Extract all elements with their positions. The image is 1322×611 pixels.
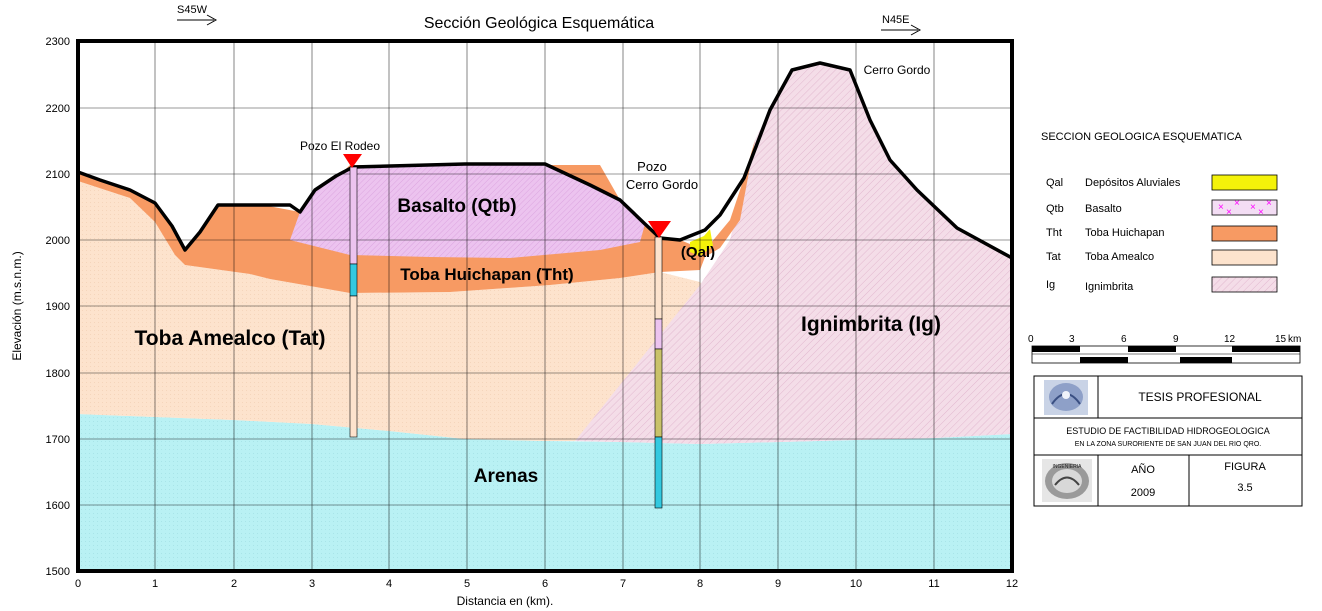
layer-toba-amealco bbox=[78, 181, 708, 441]
x-tick-label: 6 bbox=[542, 578, 548, 590]
well-cerro-gordo bbox=[648, 221, 671, 509]
unit-label-qal: (Qal) bbox=[681, 244, 715, 261]
well-marker-icon bbox=[648, 221, 671, 238]
unit-label-basalto: Basalto (Qtb) bbox=[397, 196, 516, 217]
scale-unit: km bbox=[1288, 334, 1301, 345]
svg-text:×: × bbox=[1234, 198, 1240, 209]
x-tick-label: 2 bbox=[231, 578, 237, 590]
unit-label-arenas: Arenas bbox=[474, 466, 538, 487]
legend-swatch-qtb bbox=[1211, 199, 1278, 216]
x-axis-label: Distancia en (km). bbox=[457, 594, 554, 608]
legend-label: Ignimbrita bbox=[1085, 281, 1134, 293]
x-tick-label: 1 bbox=[152, 578, 158, 590]
svg-text:×: × bbox=[1226, 207, 1232, 218]
title-block: INGENIERIA TESIS PROFESIONAL ESTUDIO DE … bbox=[1033, 375, 1303, 507]
layer-qal bbox=[690, 229, 713, 256]
arrow-right-icon bbox=[881, 24, 922, 36]
ground-surface bbox=[77, 61, 1013, 260]
x-tick-label: 11 bbox=[928, 578, 939, 590]
unit-label-huichapan: Toba Huichapan (Tht) bbox=[400, 265, 573, 284]
well-marker-icon bbox=[343, 154, 362, 168]
arrow-right-icon bbox=[177, 14, 218, 26]
y-tick-label: 1500 bbox=[46, 566, 70, 578]
scale-tick-label: 3 bbox=[1069, 334, 1075, 345]
study-title-line1: ESTUDIO DE FACTIBILIDAD HIDROGEOLOGICA bbox=[1066, 426, 1270, 436]
y-tick-label: 1600 bbox=[46, 500, 70, 512]
well-label-cerro-gordo-1: Pozo bbox=[637, 159, 667, 174]
study-title-line2: EN LA ZONA SURORIENTE DE SAN JUAN DEL RI… bbox=[1075, 441, 1261, 448]
scale-tick-label: 0 bbox=[1028, 334, 1034, 345]
scale-tick-label: 6 bbox=[1121, 334, 1127, 345]
y-tick-label: 2300 bbox=[46, 36, 70, 48]
legend-title: SECCION GEOLOGICA ESQUEMATICA bbox=[1041, 131, 1243, 143]
direction-left-label: S45W bbox=[177, 4, 208, 16]
svg-text:×: × bbox=[1258, 207, 1264, 218]
peak-label: Cerro Gordo bbox=[864, 63, 931, 77]
engineering-seal-logo: INGENIERIA bbox=[1042, 459, 1092, 502]
legend: SECCION GEOLOGICA ESQUEMATICA Qal Depósi… bbox=[1041, 131, 1278, 293]
svg-text:×: × bbox=[1250, 202, 1256, 213]
thesis-label: TESIS PROFESIONAL bbox=[1138, 390, 1262, 404]
scale-tick-label: 12 bbox=[1224, 334, 1236, 345]
year-label: AÑO bbox=[1131, 463, 1155, 476]
cross-pattern-icon: ×××× ×× bbox=[1218, 198, 1272, 218]
figure-label: FIGURA bbox=[1224, 461, 1266, 473]
layer-basalto bbox=[290, 164, 645, 258]
x-tick-label: 0 bbox=[75, 578, 81, 590]
x-tick-label: 12 bbox=[1006, 578, 1018, 590]
y-tick-label: 2000 bbox=[46, 235, 70, 247]
y-tick-label: 2200 bbox=[46, 103, 70, 115]
legend-label: Toba Amealco bbox=[1085, 251, 1154, 263]
legend-code: Tat bbox=[1046, 251, 1061, 263]
y-tick-label: 1800 bbox=[46, 368, 70, 380]
svg-text:INGENIERIA: INGENIERIA bbox=[1053, 464, 1083, 470]
layer-ignimbrita bbox=[575, 63, 1012, 444]
scale-tick-label: 15 bbox=[1275, 334, 1287, 345]
unam-seal-logo bbox=[1044, 380, 1088, 415]
y-tick-label: 2100 bbox=[46, 169, 70, 181]
legend-code: Qtb bbox=[1046, 203, 1064, 215]
year-value: 2009 bbox=[1131, 487, 1155, 499]
x-tick-label: 10 bbox=[850, 578, 862, 590]
legend-swatch-ig bbox=[1211, 276, 1278, 293]
legend-code: Tht bbox=[1046, 227, 1062, 239]
scale-tick-label: 9 bbox=[1173, 334, 1179, 345]
x-tick-label: 4 bbox=[386, 578, 392, 590]
legend-swatch-tht bbox=[1211, 225, 1278, 242]
y-tick-label: 1700 bbox=[46, 434, 70, 446]
x-tick-label: 3 bbox=[309, 578, 315, 590]
unit-label-amealco: Toba Amealco (Tat) bbox=[135, 327, 326, 350]
unit-label-ignimbrita: Ignimbrita (Ig) bbox=[801, 313, 941, 336]
x-tick-label: 5 bbox=[464, 578, 470, 590]
legend-swatch-qal bbox=[1211, 174, 1278, 191]
legend-label: Depósitos Aluviales bbox=[1085, 177, 1181, 189]
svg-text:×: × bbox=[1266, 198, 1272, 209]
well-label-cerro-gordo-2: Cerro Gordo bbox=[626, 177, 698, 192]
well-el-rodeo bbox=[343, 154, 362, 438]
grid bbox=[78, 41, 1012, 571]
figure-number: 3.5 bbox=[1237, 482, 1252, 494]
legend-label: Basalto bbox=[1085, 203, 1122, 215]
section-title: Sección Geológica Esquemática bbox=[424, 15, 654, 32]
well-label-el-rodeo: Pozo El Rodeo bbox=[300, 139, 380, 153]
y-axis-label: Elevación (m.s.n.m.) bbox=[10, 251, 24, 360]
svg-text:×: × bbox=[1218, 202, 1224, 213]
x-tick-label: 7 bbox=[620, 578, 626, 590]
direction-right-label: N45E bbox=[882, 14, 910, 26]
legend-swatch-tat bbox=[1211, 249, 1278, 266]
x-tick-label: 8 bbox=[697, 578, 703, 590]
legend-code: Qal bbox=[1046, 177, 1063, 189]
y-tick-label: 1900 bbox=[46, 301, 70, 313]
legend-code: Ig bbox=[1046, 279, 1055, 291]
scale-bar: 0 3 6 9 12 15 km bbox=[1028, 334, 1301, 364]
legend-label: Toba Huichapan bbox=[1085, 227, 1165, 239]
x-tick-label: 9 bbox=[775, 578, 781, 590]
